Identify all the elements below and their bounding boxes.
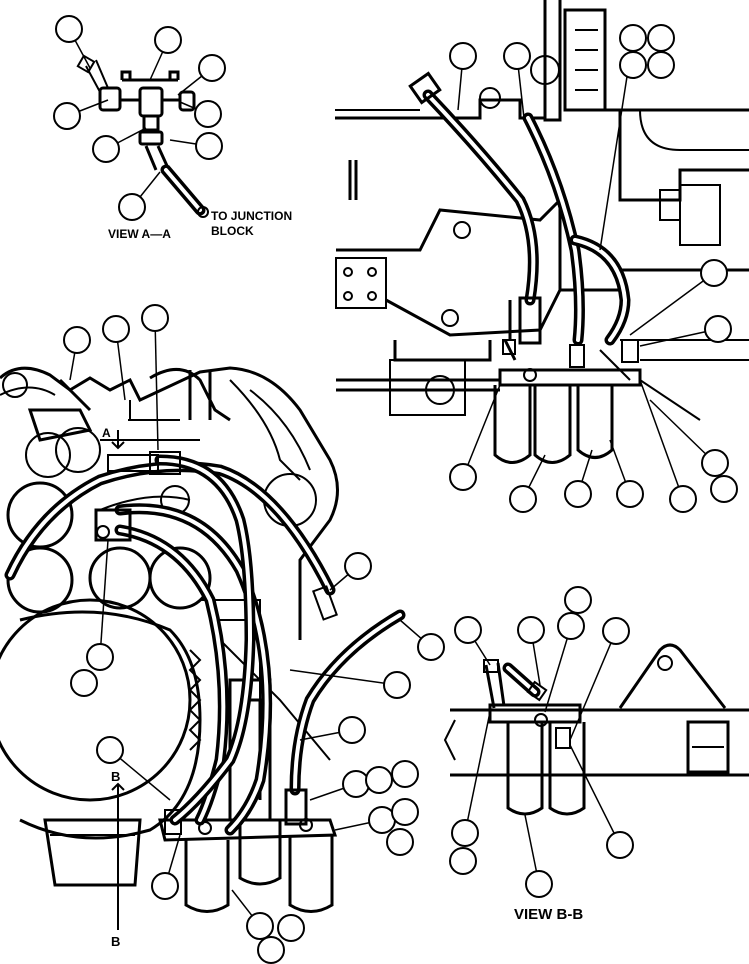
callout-balloon-51 (525, 870, 553, 898)
callout-balloon-17 (449, 463, 477, 491)
callout-balloon-18 (509, 485, 537, 513)
callout-balloon-32 (70, 669, 98, 697)
callout-balloon-24 (63, 326, 91, 354)
callout-balloon-33 (96, 736, 124, 764)
callout-balloon-20 (616, 480, 644, 508)
callout-balloon-26 (141, 304, 169, 332)
callout-balloon-42 (277, 914, 305, 942)
callout-balloon-49 (451, 819, 479, 847)
section-marker-b (111, 782, 125, 930)
callout-leader-15 (629, 272, 715, 336)
to-junction-label-line2: BLOCK (211, 224, 254, 238)
callout-balloon-13 (619, 51, 647, 79)
top-right-assembly (335, 0, 749, 464)
callout-leader-29 (289, 669, 398, 686)
callout-balloon-43 (257, 936, 285, 964)
callout-balloon-7 (195, 132, 223, 160)
callout-balloon-8 (118, 193, 146, 221)
callout-balloon-19 (564, 480, 592, 508)
view-bb-label: VIEW B-B (514, 906, 583, 923)
callout-balloon-47 (564, 586, 592, 614)
callout-balloon-25 (102, 315, 130, 343)
section-marker-b-bottom-label: B (111, 934, 120, 949)
callout-balloon-2 (154, 26, 182, 54)
callout-leader-21 (639, 379, 684, 500)
callout-balloon-44 (454, 616, 482, 644)
callout-balloon-4 (53, 102, 81, 130)
section-marker-b-top-label: B (111, 769, 120, 784)
callout-balloon-48 (602, 617, 630, 645)
engine-assembly (0, 366, 406, 913)
to-junction-label-line1: TO JUNCTION (211, 209, 292, 223)
callout-balloon-16 (704, 315, 732, 343)
callout-balloon-14 (647, 51, 675, 79)
callout-balloon-31 (86, 643, 114, 671)
callout-balloon-45 (517, 616, 545, 644)
callout-leader-52 (569, 744, 621, 846)
callout-balloon-35 (365, 766, 393, 794)
view-aa-detail (76, 54, 209, 218)
callout-balloon-22 (701, 449, 729, 477)
callout-leader-46 (544, 625, 572, 713)
callout-balloons (53, 15, 738, 964)
callout-balloon-23 (710, 475, 738, 503)
callout-leader-22 (649, 399, 716, 464)
callout-leader-49 (464, 711, 491, 834)
view-aa-label: VIEW A—A (108, 227, 171, 241)
view-bb-detail (443, 643, 749, 816)
callout-balloon-3 (198, 54, 226, 82)
callout-balloon-30 (338, 716, 366, 744)
section-marker-a (111, 430, 125, 450)
callout-leader-48 (569, 630, 617, 741)
callout-balloon-21 (669, 485, 697, 513)
callout-balloon-52 (606, 831, 634, 859)
callout-balloon-10 (503, 42, 531, 70)
callout-balloon-28 (417, 633, 445, 661)
callout-balloon-40 (151, 872, 179, 900)
callout-balloon-12 (647, 24, 675, 52)
callout-balloon-46 (557, 612, 585, 640)
callout-leader-26 (154, 317, 159, 451)
callout-balloon-41 (246, 912, 274, 940)
callout-balloon-15 (700, 259, 728, 287)
callout-leader-17 (462, 384, 501, 478)
callout-balloon-1 (55, 15, 83, 43)
callout-leader-31 (99, 539, 109, 658)
callout-balloon-29 (383, 671, 411, 699)
callout-balloon-6 (92, 135, 120, 163)
callout-balloon-38 (391, 798, 419, 826)
callout-balloon-9 (449, 42, 477, 70)
callout-balloon-50 (449, 847, 477, 875)
callout-balloon-36 (391, 760, 419, 788)
callout-balloon-11 (619, 24, 647, 52)
callout-balloon-27 (344, 552, 372, 580)
callout-balloon-39 (386, 828, 414, 856)
callout-balloon-34 (342, 770, 370, 798)
section-marker-a-label: A (102, 426, 111, 440)
callout-balloon-5 (194, 100, 222, 128)
